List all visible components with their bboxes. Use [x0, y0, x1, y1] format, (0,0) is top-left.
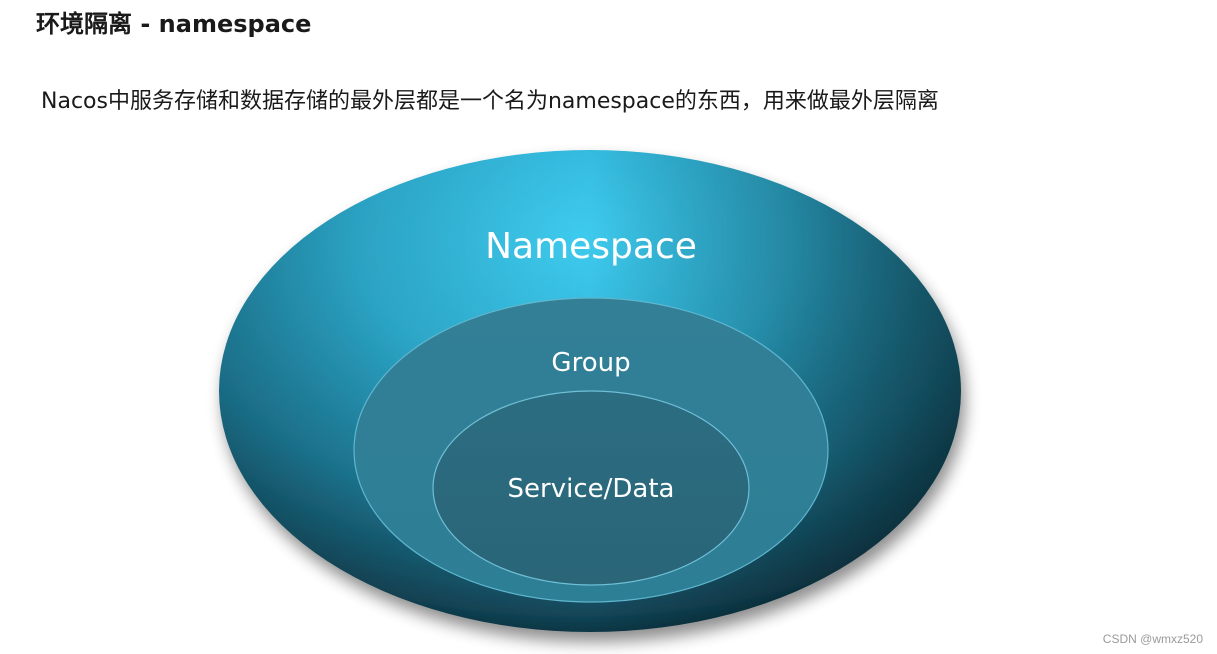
- service-data-layer: [432, 390, 750, 586]
- namespace-label: Namespace: [485, 226, 697, 267]
- service-data-label: Service/Data: [508, 474, 675, 504]
- group-label: Group: [551, 348, 630, 378]
- page-description: Nacos中服务存储和数据存储的最外层都是一个名为namespace的东西，用来…: [41, 89, 939, 114]
- page-title: 环境隔离 - namespace: [36, 10, 312, 38]
- watermark: CSDN @wmxz520: [1102, 632, 1203, 646]
